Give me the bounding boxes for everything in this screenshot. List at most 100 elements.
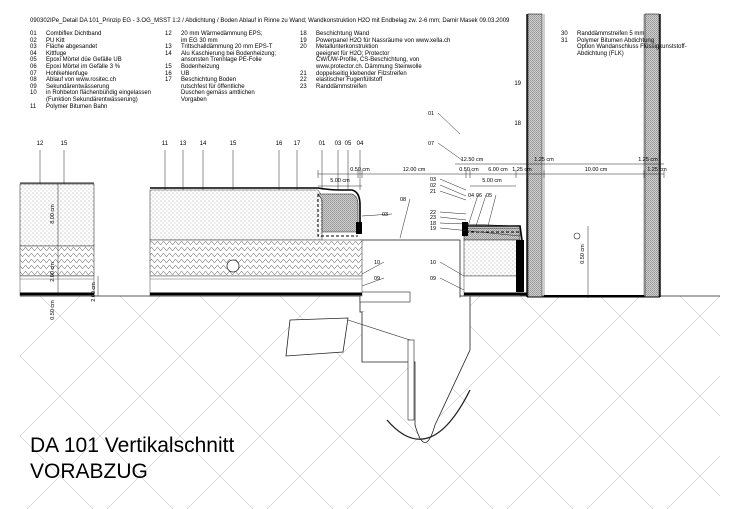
dimension-label: 5.00 cm [330, 178, 350, 184]
legend-text: doppelseitig klebender Filzstreifen [316, 70, 407, 77]
callout-label: 22 [430, 210, 436, 216]
dimension-label: 5.00 cm [482, 178, 502, 184]
legend-text: elastischer Fugenfüllstoff [316, 77, 383, 84]
callout-label: 05 [486, 193, 492, 199]
wall-label: 19 [514, 81, 521, 87]
drain-pit [285, 239, 471, 443]
legend-text: Kittfuge [46, 50, 67, 57]
position-label: 01 [319, 141, 326, 147]
callout-label: 03 [430, 177, 436, 183]
legend-number: 20 [300, 44, 307, 51]
legend-item: 14 Alu Kaschierung bei Bodenheizung; anso… [165, 51, 276, 64]
dimension-label: 6.00 cm [488, 167, 508, 173]
position-label: 12 [37, 141, 44, 147]
callout-label: 09 [430, 276, 436, 282]
legend-text: Trittschalldämmung 20 mm EPS-T [181, 44, 273, 51]
legend-number: 31 [561, 37, 568, 44]
legend-number: 13 [165, 44, 172, 51]
legend-text: 20 mm Wärmedämmung EPS; im EG 30 mm [181, 31, 263, 44]
legend-number: 03 [30, 44, 37, 51]
callout-label: 02 [430, 183, 436, 189]
floor-build-right [462, 222, 527, 297]
dimension-label: 0.50 cm [580, 244, 586, 264]
callout-leader [439, 222, 517, 227]
legend-number: 02 [30, 37, 37, 44]
callout-label: 01 [428, 111, 434, 117]
position-label: 16 [276, 141, 283, 147]
legend-text: Powerpanel H2O für Nassräume von www.xel… [316, 37, 451, 44]
callout-label: 09 [374, 276, 380, 282]
position-label: 03 [335, 141, 342, 147]
legend-number: 04 [30, 50, 37, 57]
callout-label: 07 [428, 141, 434, 147]
wall-label: 18 [514, 121, 521, 127]
legend-item: 20 Metallunterkonstruktion geeignet für H… [300, 44, 450, 70]
legend-number: 01 [30, 31, 37, 37]
legend-text: Alu Kaschierung bei Bodenheizung; ansons… [181, 50, 277, 64]
legend-number: 14 [165, 50, 172, 57]
legend-number: 15 [165, 63, 172, 70]
position-label: 11 [162, 141, 169, 147]
legend-number: 30 [561, 31, 568, 37]
callout-label: 03 [382, 212, 388, 218]
dimension-label: 12.00 cm [403, 167, 426, 173]
legend-text: Randdämmstreifen [316, 83, 367, 90]
dimension-label: 0.50 cm [50, 300, 56, 320]
callout-leader [475, 194, 487, 227]
callout-label: 10 [374, 260, 380, 266]
callout-leader [361, 261, 385, 275]
legend-text: PU Kitt [46, 37, 65, 44]
callout-label: 10 [430, 260, 436, 266]
legend-number: 08 [30, 77, 37, 84]
legend-item: 04 Kittfuge [30, 51, 151, 58]
leader-lines [39, 112, 521, 291]
callout-label: 23 [430, 215, 436, 221]
callout-label: 21 [430, 189, 436, 195]
legend-number: 22 [300, 77, 307, 84]
legend-item: 01 Combiflex Dichtband [30, 31, 151, 38]
floor-build-middle [149, 187, 363, 297]
dimension-label: 0.50 cm [350, 167, 370, 173]
callout-leader [467, 194, 479, 227]
legend-number: 07 [30, 70, 37, 77]
dimension-label: 1.25 cm [638, 157, 658, 163]
callout-leader [439, 227, 521, 237]
dimension-label: 12.50 cm [461, 157, 484, 163]
dimension-label: 0.50 cm [459, 167, 479, 173]
callout-leader [437, 112, 461, 135]
dimension-label: 8.00 cm [50, 204, 56, 224]
legend-text: Combiflex Dichtband [46, 31, 102, 37]
callout-leader [487, 194, 497, 227]
legend-text: Randdämmstreifen 5 mm [577, 31, 645, 37]
dimension-label: 1.25 cm [534, 157, 554, 163]
callout-leader [399, 198, 411, 239]
legend-number: 10 [30, 90, 37, 97]
callout-label: 04 [468, 193, 474, 199]
callout-leader [439, 211, 467, 215]
callout-label: 06 [476, 193, 482, 199]
legend-text: in Rohbeton flächenbündig eingelassen (F… [46, 90, 152, 103]
legend-item: 30 Randdämmstreifen 5 mm [561, 31, 687, 38]
position-label: 04 [357, 141, 364, 147]
callout-leader [439, 216, 467, 221]
legend-number: 05 [30, 57, 37, 64]
callout-leader [439, 184, 467, 197]
legend-text: Metallunterkonstruktion geeignet für H2O… [316, 44, 422, 70]
floor-build-left [19, 182, 95, 297]
